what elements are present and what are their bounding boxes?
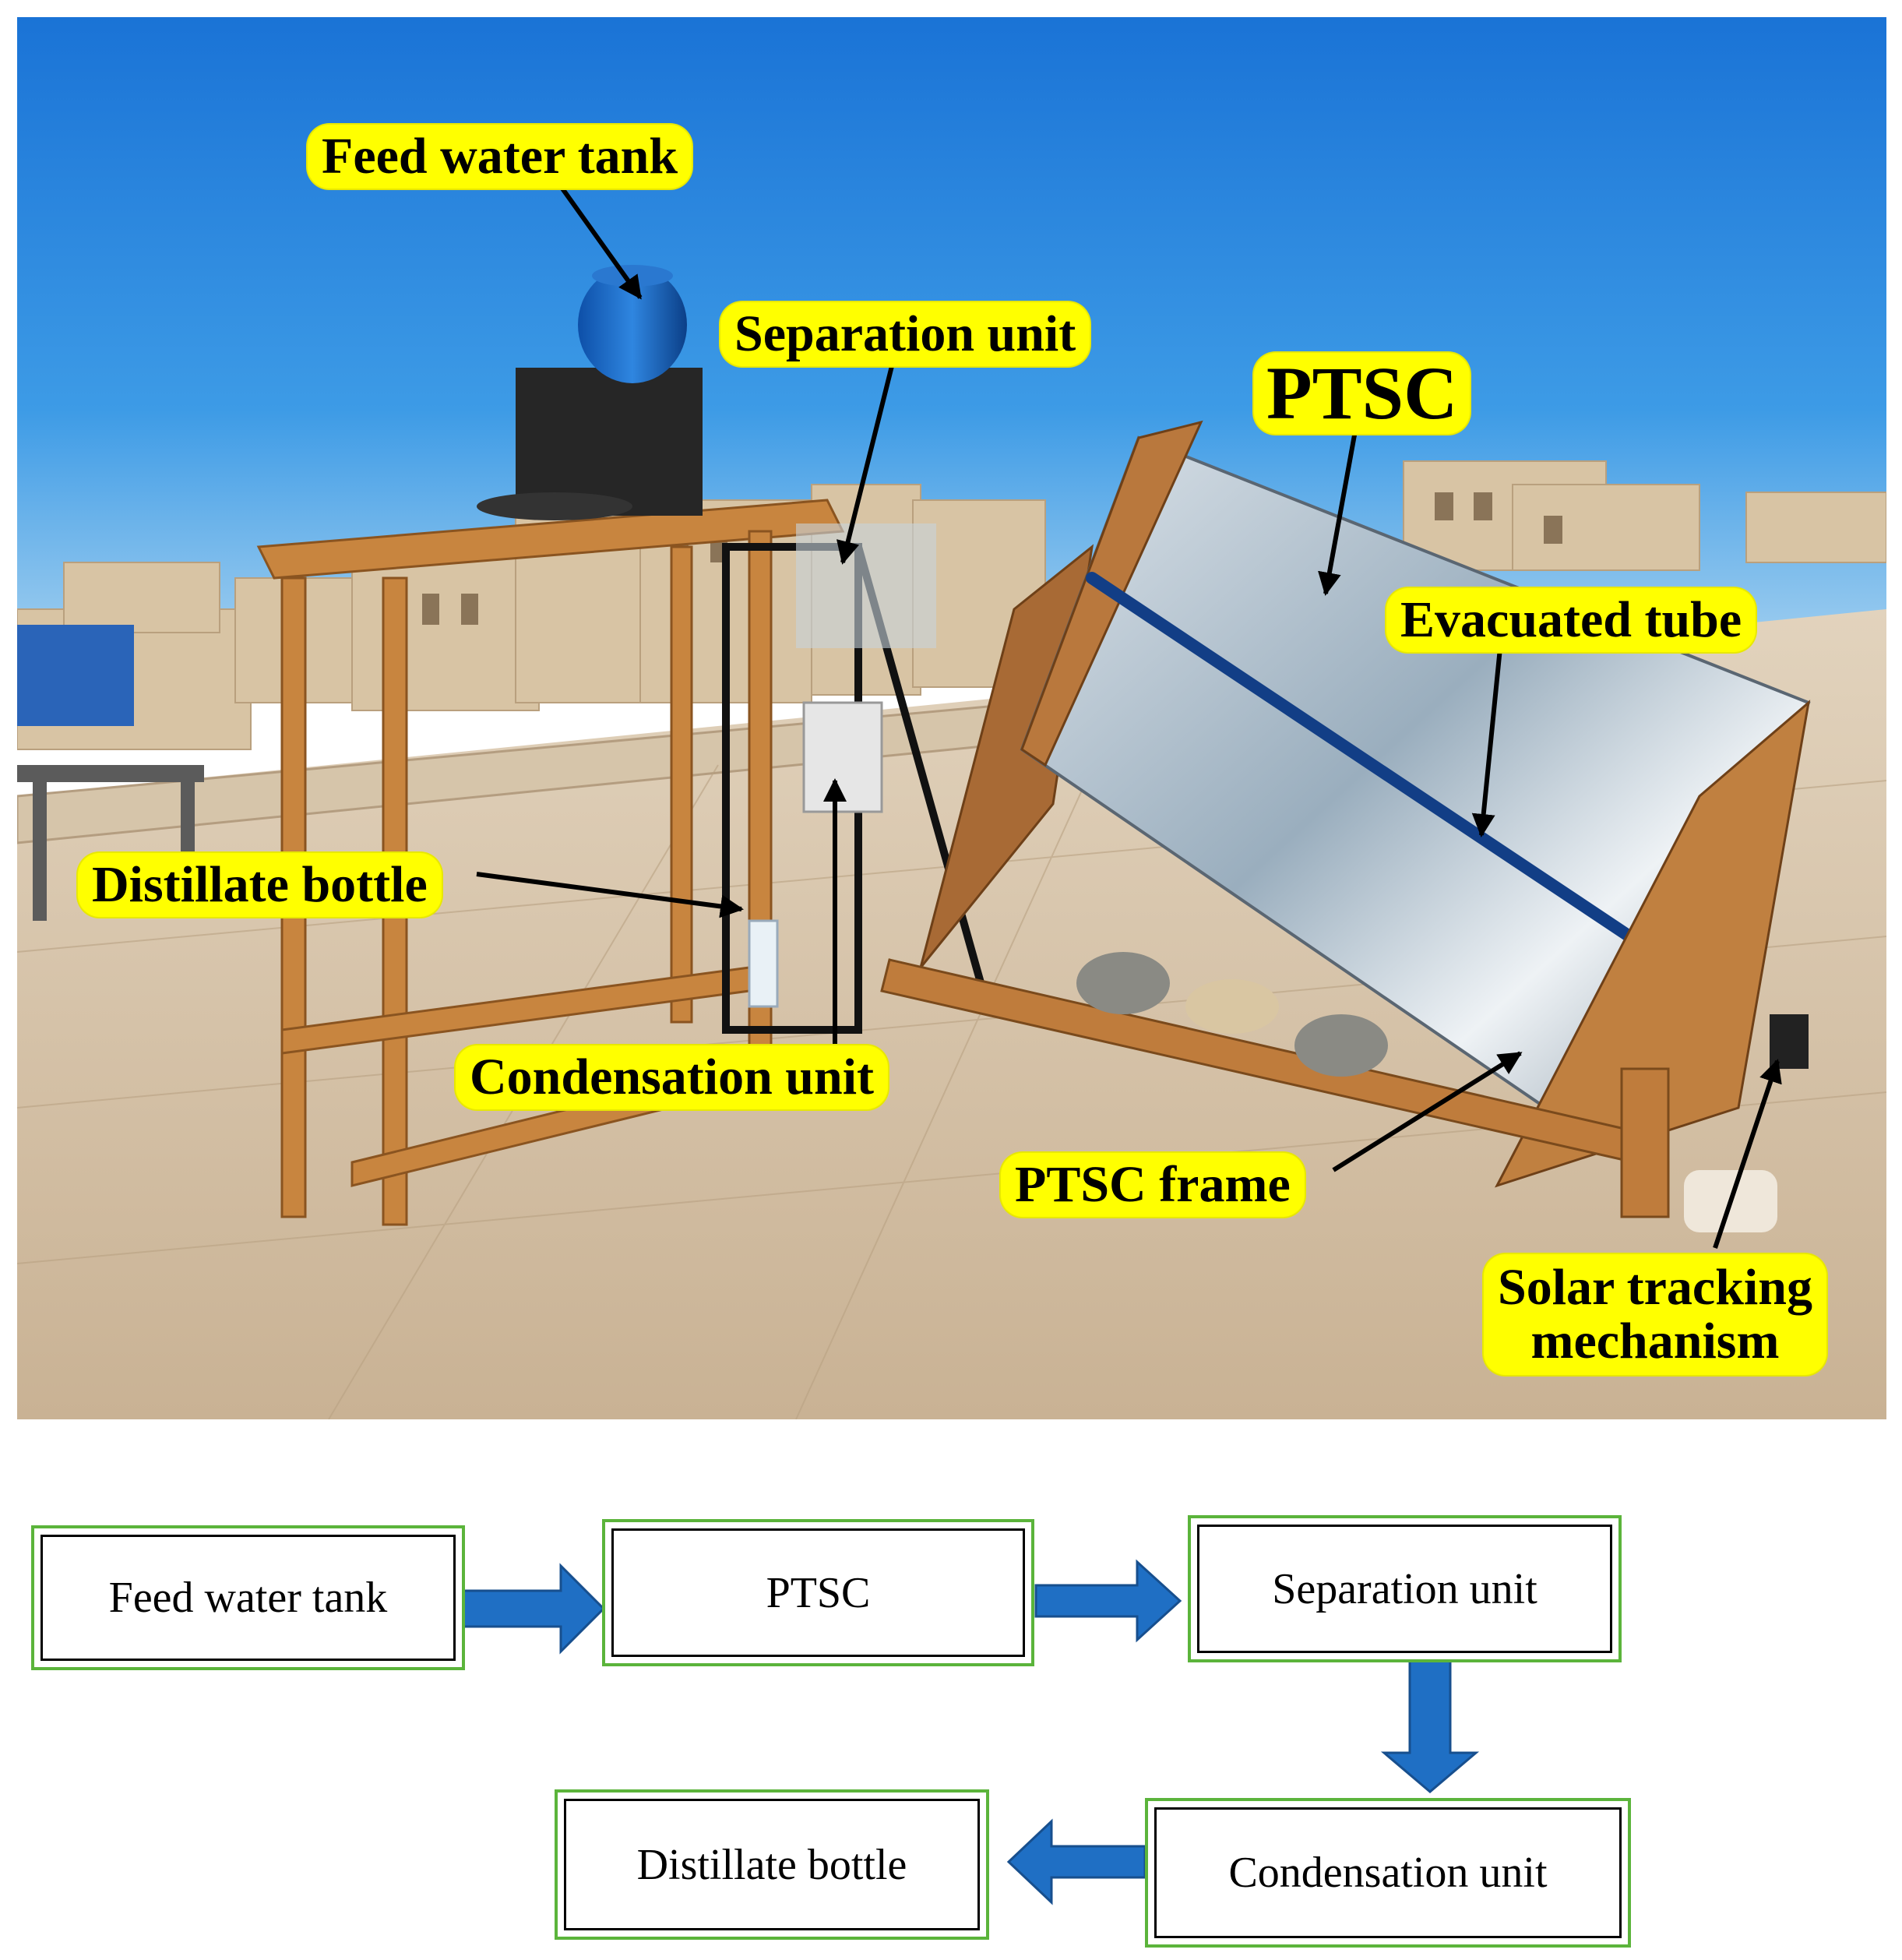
label-separation-unit: Separation unit bbox=[720, 302, 1090, 366]
distillate-bottle-object bbox=[748, 919, 779, 1008]
arrow-condensation-to-distillate bbox=[1006, 1818, 1146, 1905]
flow-box-ptsc: PTSC bbox=[602, 1519, 1034, 1666]
flow-box-separation-unit: Separation unit bbox=[1188, 1515, 1622, 1662]
ptsc-side-frame-left bbox=[919, 544, 1094, 968]
flow-box-ptsc-label: PTSC bbox=[611, 1528, 1025, 1657]
flow-box-separation-unit-label: Separation unit bbox=[1197, 1525, 1612, 1653]
flow-box-distillate-bottle: Distillate bottle bbox=[555, 1789, 989, 1940]
flow-box-feed-water-tank-label: Feed water tank bbox=[41, 1535, 456, 1661]
condensation-unit-vessel bbox=[802, 701, 883, 813]
black-stand-box bbox=[516, 368, 703, 516]
label-evacuated-tube: Evacuated tube bbox=[1386, 588, 1756, 652]
flow-box-distillate-bottle-label: Distillate bottle bbox=[564, 1799, 980, 1930]
round-base bbox=[477, 492, 632, 520]
blue-roof-building bbox=[17, 625, 134, 726]
arrow-separation-to-condensation bbox=[1380, 1644, 1480, 1793]
callout-arrows bbox=[476, 187, 1782, 1249]
setup-photo bbox=[17, 17, 1886, 1419]
label-ptsc: PTSC bbox=[1254, 353, 1471, 434]
ptsc-base bbox=[880, 958, 1670, 1218]
arrow-feed-to-ptsc bbox=[458, 1563, 606, 1655]
label-ptsc-frame: PTSC frame bbox=[1001, 1153, 1305, 1217]
evacuated-tube-object bbox=[1086, 572, 1636, 943]
label-solar-tracking-line1: Solar tracking bbox=[1498, 1259, 1812, 1316]
label-solar-tracking-mechanism: Solar tracking mechanism bbox=[1484, 1254, 1826, 1375]
label-feed-water-tank: Feed water tank bbox=[308, 125, 692, 189]
flow-box-feed-water-tank: Feed water tank bbox=[31, 1525, 465, 1670]
label-solar-tracking-line2: mechanism bbox=[1530, 1313, 1780, 1370]
flow-box-condensation-unit-label: Condensation unit bbox=[1154, 1807, 1622, 1938]
rocks bbox=[1076, 952, 1388, 1077]
label-distillate-bottle: Distillate bottle bbox=[78, 853, 442, 917]
flow-box-condensation-unit: Condensation unit bbox=[1145, 1798, 1631, 1948]
arrow-ptsc-to-separation bbox=[1034, 1559, 1182, 1643]
separation-unit bbox=[796, 523, 936, 648]
ptsc-frame-right bbox=[1494, 700, 1811, 1188]
label-condensation-unit: Condensation unit bbox=[456, 1045, 889, 1109]
process-flow-arrows bbox=[458, 1559, 1480, 1905]
